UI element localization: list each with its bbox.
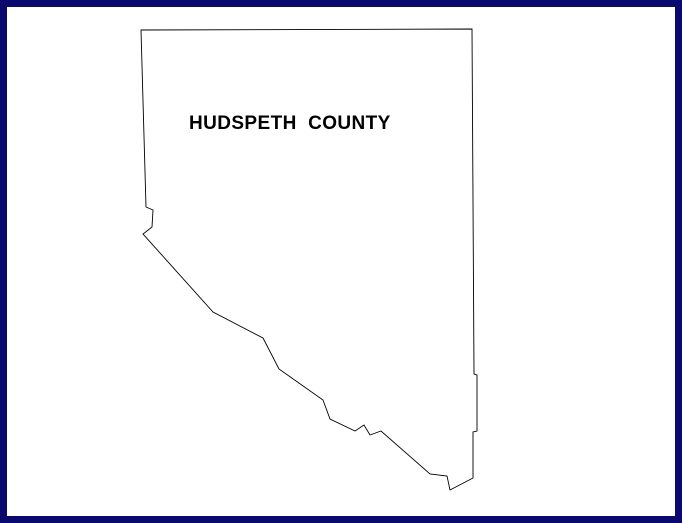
county-map — [140, 28, 478, 491]
county-name-label: HUDSPETH COUNTY — [189, 113, 391, 134]
county-boundary — [140, 28, 478, 491]
